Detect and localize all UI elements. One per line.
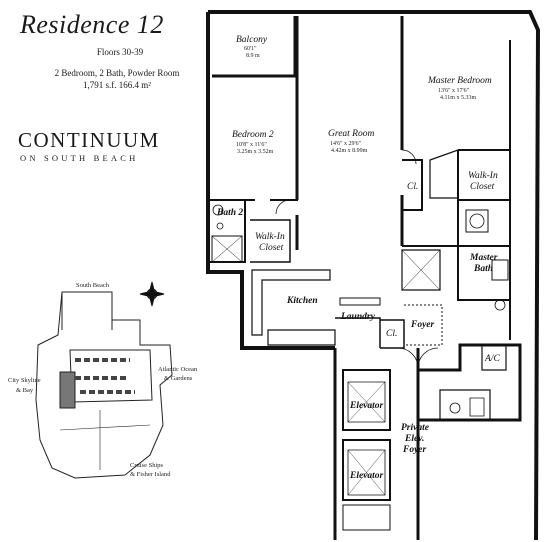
compass-rose-icon: [139, 281, 165, 307]
room-bedroom2-dim1: 10'8" x 11'6": [236, 142, 267, 148]
keyplan-south-label-2: & Fisher Island: [130, 471, 171, 478]
room-elevator-1-label: Elevator: [349, 401, 384, 411]
room-master-bedroom-dim1: 13'6" x 17'6": [438, 88, 470, 94]
residence-title: Residence 12: [20, 10, 164, 39]
room-walk-in-closet-2-label-1: Walk-In: [255, 232, 285, 242]
spec-area: 1,791 s.f. 166.4 m²: [83, 80, 151, 90]
room-master-bath-label-1: Master: [469, 253, 498, 263]
spec-rooms: 2 Bedroom, 2 Bath, Powder Room: [54, 68, 180, 78]
room-balcony-dim1: 60'1": [244, 46, 257, 52]
room-elevator-2-label: Elevator: [349, 471, 384, 481]
room-private-elev-foyer-label-1: Private: [401, 423, 430, 433]
floors-text: Floors 30-39: [96, 47, 144, 57]
key-plan: [35, 291, 173, 479]
room-master-bath-label-2: Bath: [473, 264, 493, 274]
room-bedroom2-label: Bedroom 2: [232, 130, 274, 140]
room-laundry-closet-label: Cl.: [386, 329, 397, 339]
room-balcony-label: Balcony: [236, 35, 268, 45]
room-master-bedroom-label: Master Bedroom: [427, 76, 492, 86]
keyplan-east-label-2: & Gardens: [164, 375, 193, 382]
room-walk-in-closet-2-label-2: Closet: [259, 243, 284, 253]
room-kitchen-label: Kitchen: [286, 296, 318, 306]
room-private-elev-foyer-label-2: Elev.: [404, 434, 424, 444]
room-closet-label: Cl.: [407, 182, 418, 192]
keyplan-east-label-1: Atlantic Ocean: [158, 366, 198, 373]
keyplan-north-label: South Beach: [76, 282, 110, 289]
room-great-room-dim1: 14'6" x 29'6": [330, 141, 362, 147]
room-great-room-dim2: 4.42m x 8.99m: [331, 148, 368, 154]
room-bedroom2-dim2: 3.25m x 3.52m: [237, 149, 274, 155]
room-bath2-label: Bath 2: [216, 208, 243, 218]
keyplan-west-label-2: & Bay: [16, 387, 34, 394]
room-private-elev-foyer-label-3: Foyer: [402, 445, 427, 455]
room-great-room-label: Great Room: [328, 129, 374, 139]
keyplan-west-label-1: City Skyline: [8, 377, 41, 384]
brand-logo-tagline: ON SOUTH BEACH: [20, 153, 139, 163]
room-laundry-label: Laundry: [340, 312, 376, 322]
room-master-bedroom-dim2: 4.11m x 5.33m: [440, 95, 476, 101]
room-balcony-dim2: 8.9 m: [246, 53, 260, 59]
floor-plan: [206, 10, 541, 541]
brand-logo-name: CONTINUUM: [18, 128, 160, 152]
room-walk-in-closet-master-label-2: Closet: [470, 182, 495, 192]
room-ac-label: A/C: [484, 354, 500, 364]
room-foyer-label: Foyer: [410, 320, 435, 330]
room-walk-in-closet-master-label-1: Walk-In: [468, 171, 498, 181]
keyplan-south-label-1: Cruise Ships: [130, 462, 164, 469]
